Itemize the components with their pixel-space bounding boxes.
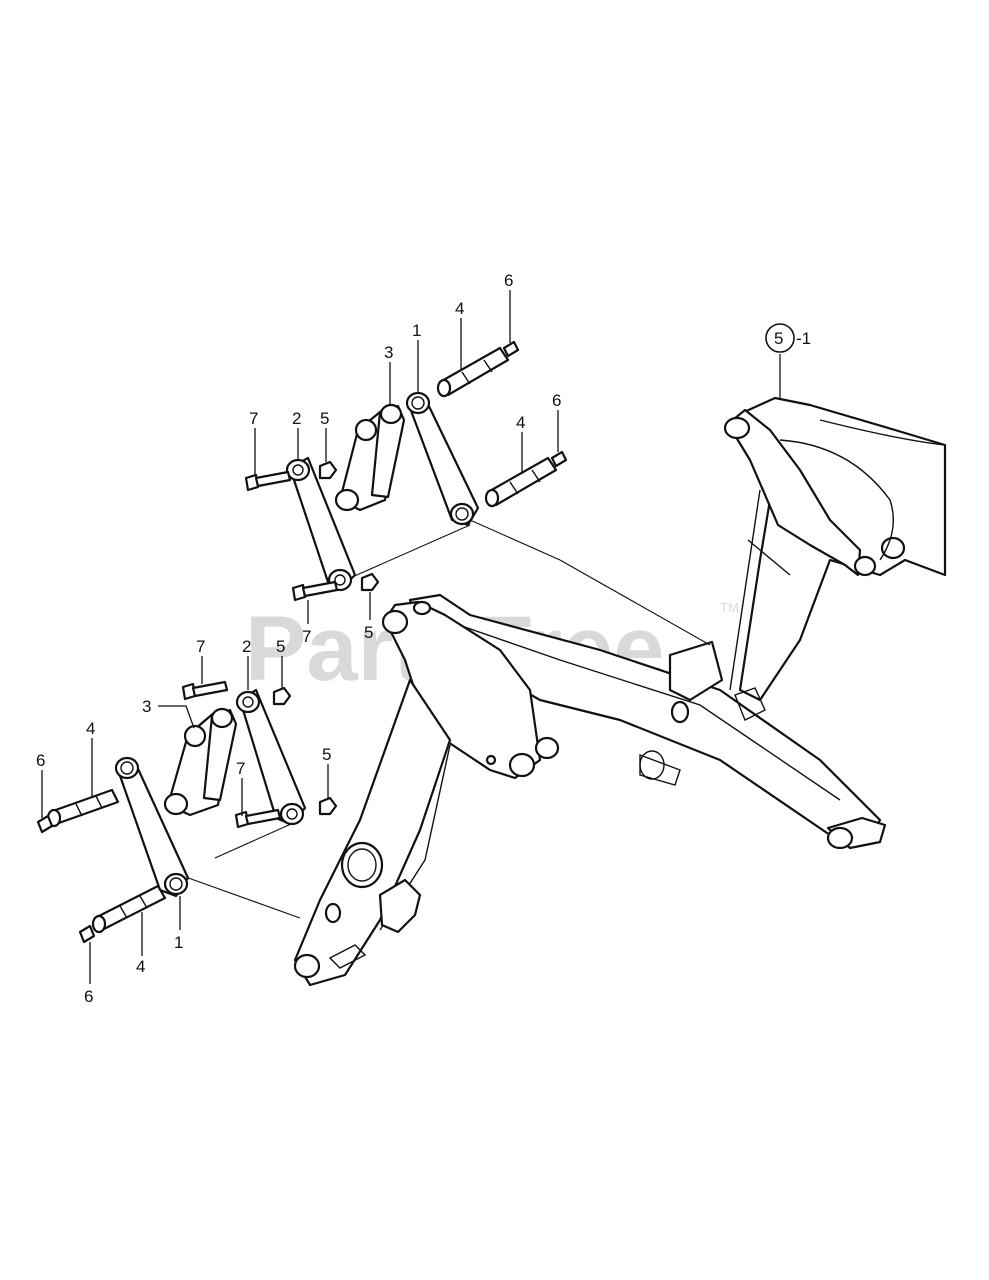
lower-pin-top: [46, 788, 120, 828]
upper-link-1: [405, 391, 480, 527]
callout-lower-5a: 5: [276, 637, 285, 656]
lower-pin-bottom: [91, 884, 167, 934]
callouts-upper: 6 4 1 3 2 5 7 6 4 7 5: [249, 271, 561, 646]
lower-link-2: [235, 688, 307, 826]
upper-bracket-3: [334, 403, 406, 512]
callout-assembly-number: 5: [774, 329, 783, 348]
lower-bolt-bottom: [234, 808, 282, 829]
callout-lower-5b: 5: [322, 745, 331, 764]
callout-upper-6b: 6: [552, 391, 561, 410]
callout-lower-6a: 6: [36, 751, 45, 770]
upper-nut-bottom: [360, 572, 380, 592]
assembly-lines: [179, 519, 711, 919]
callout-assembly: 5 -1: [765, 323, 811, 353]
watermark-trademark: TM: [720, 600, 739, 615]
callout-upper-5a: 5: [320, 409, 329, 428]
upper-fitting-top: [502, 340, 520, 358]
lower-nut-top: [272, 686, 292, 706]
upper-pin-top: [436, 346, 510, 398]
upper-bolt-bottom: [291, 580, 339, 602]
callout-upper-1: 1: [412, 321, 421, 340]
lower-fitting-top: [36, 814, 54, 834]
callout-lower-3: 3: [142, 697, 151, 716]
upper-nut-top: [318, 460, 338, 480]
lower-bracket-3: [163, 707, 238, 817]
callout-upper-7a: 7: [249, 409, 258, 428]
callout-lower-4a: 4: [86, 719, 95, 738]
upper-fitting-bottom: [550, 450, 568, 468]
callout-upper-2: 2: [292, 409, 301, 428]
lower-link-1: [114, 756, 190, 898]
upper-pin-bottom: [484, 456, 558, 508]
callout-upper-5b: 5: [364, 623, 373, 642]
callout-lower-2: 2: [242, 637, 251, 656]
callout-upper-3: 3: [384, 343, 393, 362]
upper-linkage: [244, 340, 568, 602]
callout-upper-7b: 7: [302, 627, 311, 646]
callout-lower-7b: 7: [236, 759, 245, 778]
callout-lower-1: 1: [174, 933, 183, 952]
callout-upper-4a: 4: [455, 299, 464, 318]
callout-lower-6b: 6: [84, 987, 93, 1006]
callouts-lower: 7 2 5 3 4 6 7 5 1 4 6: [36, 637, 331, 1006]
callout-upper-6a: 6: [504, 271, 513, 290]
lower-fitting-bottom: [78, 924, 96, 944]
callout-lower-4b: 4: [136, 957, 145, 976]
callout-upper-4b: 4: [516, 413, 525, 432]
lower-nut-bottom: [318, 796, 338, 816]
callout-assembly-suffix: -1: [796, 329, 811, 348]
callout-circle: [765, 323, 795, 353]
lower-bolt-top: [181, 680, 229, 701]
upper-bolt-top: [244, 470, 292, 492]
callout-lower-7a: 7: [196, 637, 205, 656]
main-frame: [293, 396, 947, 987]
leader-lines: [41, 290, 781, 984]
lower-linkage: [36, 680, 338, 944]
